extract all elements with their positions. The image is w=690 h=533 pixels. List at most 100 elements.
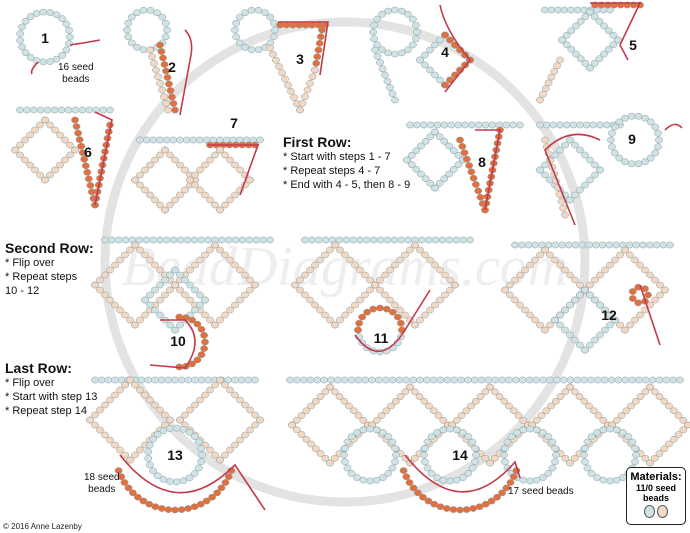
step6-bead	[56, 161, 64, 169]
step13-bead	[166, 478, 174, 485]
step14-bead	[495, 393, 504, 400]
step11-bead	[441, 271, 449, 279]
step11-bead	[416, 316, 424, 324]
step10-bead	[190, 236, 199, 244]
step10-bead	[108, 236, 116, 244]
step9-bead	[571, 191, 579, 199]
step7-bead	[201, 161, 209, 169]
step14-bead	[566, 376, 575, 384]
step13-bead	[164, 376, 173, 384]
step11-bead	[418, 236, 426, 244]
step14-active-bead	[449, 506, 458, 513]
step14-bead	[655, 450, 664, 457]
step13-bead	[241, 431, 249, 439]
step12-bead	[616, 251, 624, 259]
step13-bead	[172, 478, 181, 486]
step12-bead	[606, 261, 614, 269]
step12-bead	[621, 326, 629, 334]
step14-bead	[347, 433, 356, 440]
step14-bead	[624, 433, 633, 440]
step14-bead	[679, 416, 688, 424]
step14-bead	[433, 474, 441, 481]
step14-bead	[429, 376, 438, 384]
step13-active-bead	[120, 479, 129, 486]
step11-bead	[314, 236, 323, 244]
step-number-4: 4	[441, 44, 449, 60]
step5-bead	[586, 64, 594, 72]
step11-active-bead	[355, 319, 363, 327]
step12-bead	[646, 271, 654, 279]
step11-bead	[316, 306, 324, 314]
step3-bead	[284, 81, 292, 89]
step14-bead	[606, 477, 614, 485]
step11-bead	[306, 296, 314, 304]
step6-bead	[71, 146, 79, 154]
step10-bead	[116, 306, 124, 314]
step5-bead	[609, 31, 618, 39]
step14-bead	[345, 402, 353, 410]
step13-bead	[236, 396, 244, 404]
step14-active-bead	[456, 506, 464, 514]
step14-active-bead	[405, 479, 414, 486]
step12-bead	[546, 321, 554, 329]
step11-bead	[301, 271, 309, 279]
step2-active-bead	[156, 41, 164, 49]
step12-bead	[576, 341, 584, 349]
step8-bead	[417, 170, 425, 178]
step3-active-bead	[282, 21, 291, 29]
step10-bead	[101, 236, 109, 244]
step12-bead	[521, 306, 529, 314]
step8-bead	[449, 147, 458, 155]
step11-bead	[331, 321, 339, 329]
step6-bead	[31, 126, 39, 134]
step3-bead	[281, 75, 289, 83]
step9-bead	[569, 121, 578, 129]
step10-bead	[191, 261, 199, 269]
step2-bead	[148, 53, 156, 61]
step4-bead	[426, 46, 434, 54]
step4-bead	[369, 28, 377, 36]
step10-bead	[141, 251, 149, 259]
step4-thread	[439, 4, 472, 93]
step14-bead	[471, 397, 480, 405]
step14-bead	[607, 376, 616, 384]
step14-bead	[612, 416, 621, 424]
step9-bead	[561, 211, 569, 219]
step11-bead	[341, 251, 349, 259]
step9-bead	[627, 112, 636, 120]
copyright: © 2016 Anne Lazenby	[3, 522, 82, 531]
step9-bead	[634, 160, 643, 168]
step11-bead	[356, 266, 364, 274]
step2-active-bead	[165, 80, 173, 88]
step8-active-bead	[458, 143, 467, 150]
step10-bead	[191, 306, 199, 314]
step4-bead	[412, 35, 420, 43]
step14-bead	[490, 454, 499, 462]
step5-bead	[604, 27, 613, 35]
step14-bead	[292, 416, 301, 424]
step14-bead	[316, 393, 325, 400]
step10-bead	[161, 291, 169, 299]
step13-active-bead	[217, 484, 226, 492]
step11-bead	[441, 291, 449, 299]
step4-bead	[413, 28, 421, 36]
step5-bead	[567, 6, 575, 14]
step10-bead	[171, 266, 179, 274]
step14-bead	[503, 438, 512, 446]
step7-bead	[226, 156, 234, 164]
step13-bead	[211, 381, 219, 389]
step3-active-bead	[295, 21, 304, 29]
step12-bead	[578, 241, 587, 249]
step4-bead	[370, 35, 378, 43]
step12-bead	[596, 271, 604, 279]
step4-bead	[436, 76, 444, 84]
step13-bead	[231, 441, 239, 449]
step14-bead	[641, 454, 650, 462]
blue-seed-bead-swatch	[644, 505, 655, 518]
step14-bead	[366, 425, 374, 433]
step6-bead	[78, 106, 87, 114]
step1-bead	[39, 8, 48, 16]
step14-bead	[525, 376, 534, 384]
step8-bead	[403, 156, 411, 164]
step6-bead	[99, 106, 107, 114]
